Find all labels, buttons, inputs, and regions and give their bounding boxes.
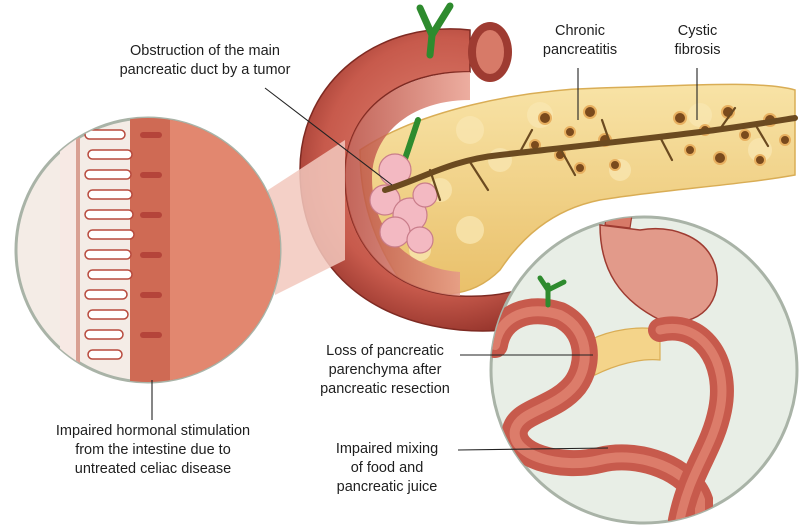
label-impaired-mixing: Impaired mixing of food and pancreatic j… [312,440,462,497]
label-tumor-obstruction: Obstruction of the main pancreatic duct … [100,42,310,80]
resection-magnified-circle [491,195,797,527]
label-cystic-fibrosis: Cystic fibrosis [650,22,745,60]
label-celiac-disease: Impaired hormonal stimulation from the i… [22,422,284,479]
label-chronic-pancreatitis: Chronic pancreatitis [525,22,635,60]
villi-magnified-circle [16,100,290,400]
label-pancreatic-resection: Loss of pancreatic parenchyma after panc… [305,342,465,399]
